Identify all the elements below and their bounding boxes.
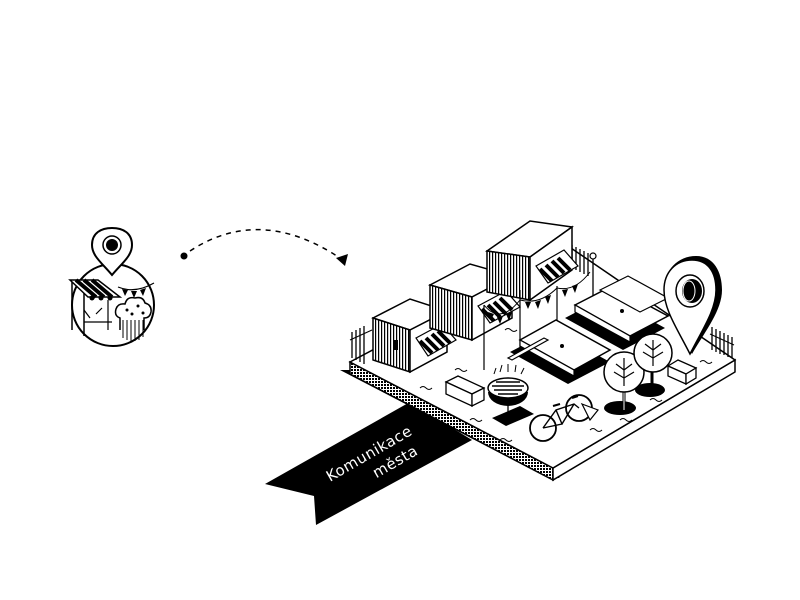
- market-pin-badge-icon: [68, 226, 155, 347]
- tree-back: [633, 333, 673, 397]
- picnic-table-back: [565, 275, 670, 350]
- fence-left: [349, 326, 373, 364]
- crate-left: [444, 375, 486, 408]
- market-stall-3: [485, 220, 579, 302]
- location-pin-icon: [663, 256, 722, 356]
- tree-front: [603, 351, 645, 415]
- fence-right: [709, 327, 735, 358]
- crate-right: [666, 359, 698, 386]
- dashed-arrow-icon: [180, 229, 348, 266]
- bicycle-icon: [529, 394, 599, 442]
- picnic-table-front: [506, 319, 612, 384]
- grill-icon: [487, 364, 534, 426]
